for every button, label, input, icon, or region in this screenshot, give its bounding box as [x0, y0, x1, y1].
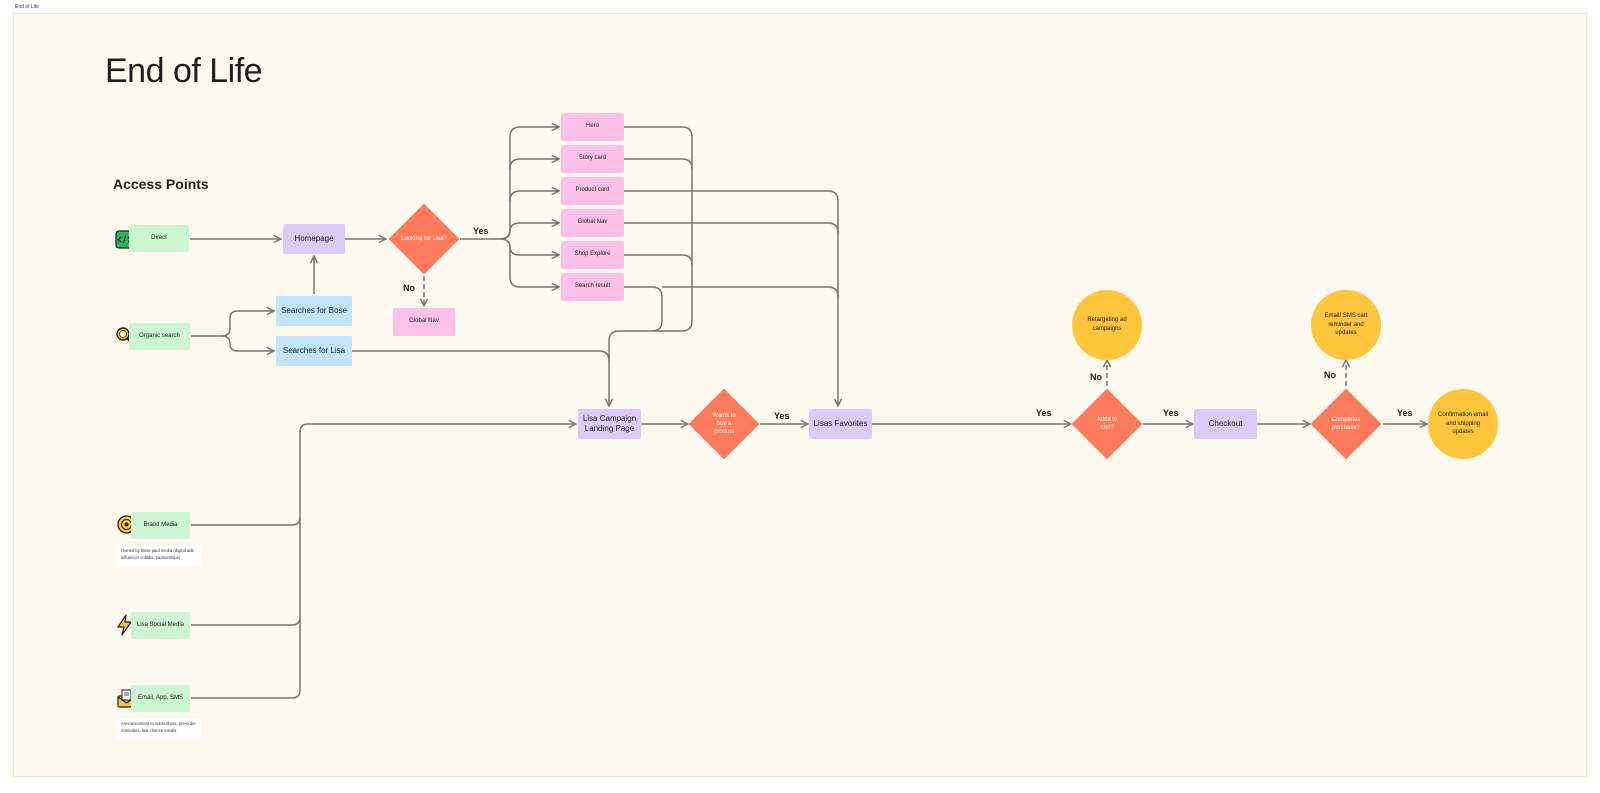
edge-hero-landing — [609, 126, 693, 406]
code-icon — [115, 230, 134, 249]
outcome-retargeting: Retargeting ad campaigns — [1072, 290, 1142, 360]
edge-yes-globalnav — [499, 223, 559, 240]
edge-yes-search — [509, 247, 559, 287]
edge-searchlisa-landing — [352, 350, 610, 362]
edge-organic-lisa — [221, 335, 274, 351]
lightning-icon — [115, 614, 134, 636]
edge-search-favorites — [662, 286, 839, 298]
board-frame — [13, 13, 1587, 777]
email-note: Announcement to subscribers, pre-order r… — [117, 719, 201, 739]
edge-globalnav-favorites — [624, 222, 839, 234]
envelope-icon — [117, 689, 136, 708]
node-direct: Direct — [129, 225, 189, 252]
edge-story-landing — [624, 158, 693, 170]
edge-label-yes: Yes — [1163, 408, 1179, 418]
edge-product-favorites — [624, 190, 838, 406]
node-brand-media: Brand Media — [131, 512, 190, 539]
node-checkout: Checkout — [1194, 409, 1257, 439]
edge-label-yes: Yes — [774, 411, 790, 421]
edge-yes-product — [509, 191, 559, 202]
edge-label-no: No — [1090, 372, 1102, 382]
node-story-card: Story card — [561, 145, 624, 173]
edge-label-no: No — [1324, 370, 1336, 380]
node-searches-bose: Searches for Bose — [276, 296, 352, 326]
brand-media-note: Owned by Bose paid media (digital ads, i… — [117, 546, 201, 566]
edge-shop-landing — [624, 254, 693, 266]
decision-wants-label: Wants to buy a product — [712, 412, 736, 436]
node-search-result: Search result — [561, 273, 624, 301]
edge-organic-bose — [191, 311, 274, 337]
node-global-nav-no: Global Nav — [393, 308, 455, 336]
outcome-cart-reminder: Email/ SMS cart reminder and updates — [1311, 290, 1381, 360]
node-shop-explore: Shop Explore — [561, 241, 624, 269]
node-homepage: Homepage — [283, 224, 345, 254]
outcome-confirmation: Confirmation email and shipping updates — [1428, 389, 1498, 459]
edge-label-yes: Yes — [473, 226, 489, 236]
edge-brand-landing — [191, 424, 576, 526]
decision-looking-label: Looking for Lisa? — [401, 235, 447, 242]
node-searches-lisa: Searches for Lisa — [276, 336, 352, 366]
node-landing-page: Lisa Campaign Landing Page — [578, 409, 641, 439]
edge-label-yes: Yes — [1036, 408, 1052, 418]
node-lisas-favorites: Lisas Favorites — [809, 409, 872, 439]
edge-social-landing — [191, 517, 301, 626]
decision-cart-label: Adds to cart? — [1096, 416, 1118, 431]
node-organic-search: Organic search — [129, 323, 190, 350]
edge-yes-shop — [499, 238, 559, 255]
frame-label: End of Life — [15, 4, 39, 10]
edge-label-no: No — [403, 283, 415, 293]
node-global-nav: Global Nav — [561, 209, 624, 237]
node-hero: Hero — [561, 113, 624, 141]
edge-email-landing — [191, 617, 301, 699]
edge-searchresult-landing — [624, 286, 663, 332]
node-email-app-sms: Email, App, SMS — [131, 685, 190, 712]
edge-yes-hero — [460, 127, 559, 240]
edge-label-yes: Yes — [1397, 408, 1413, 418]
node-lisa-social: Lisa Social Media — [131, 612, 190, 639]
edge-yes-story — [509, 159, 559, 170]
decision-purchase-label: Completes purchase? — [1331, 416, 1361, 431]
page-title: End of Life — [105, 52, 263, 90]
section-heading: Access Points — [113, 176, 209, 192]
node-product-card: Product card — [561, 177, 624, 205]
